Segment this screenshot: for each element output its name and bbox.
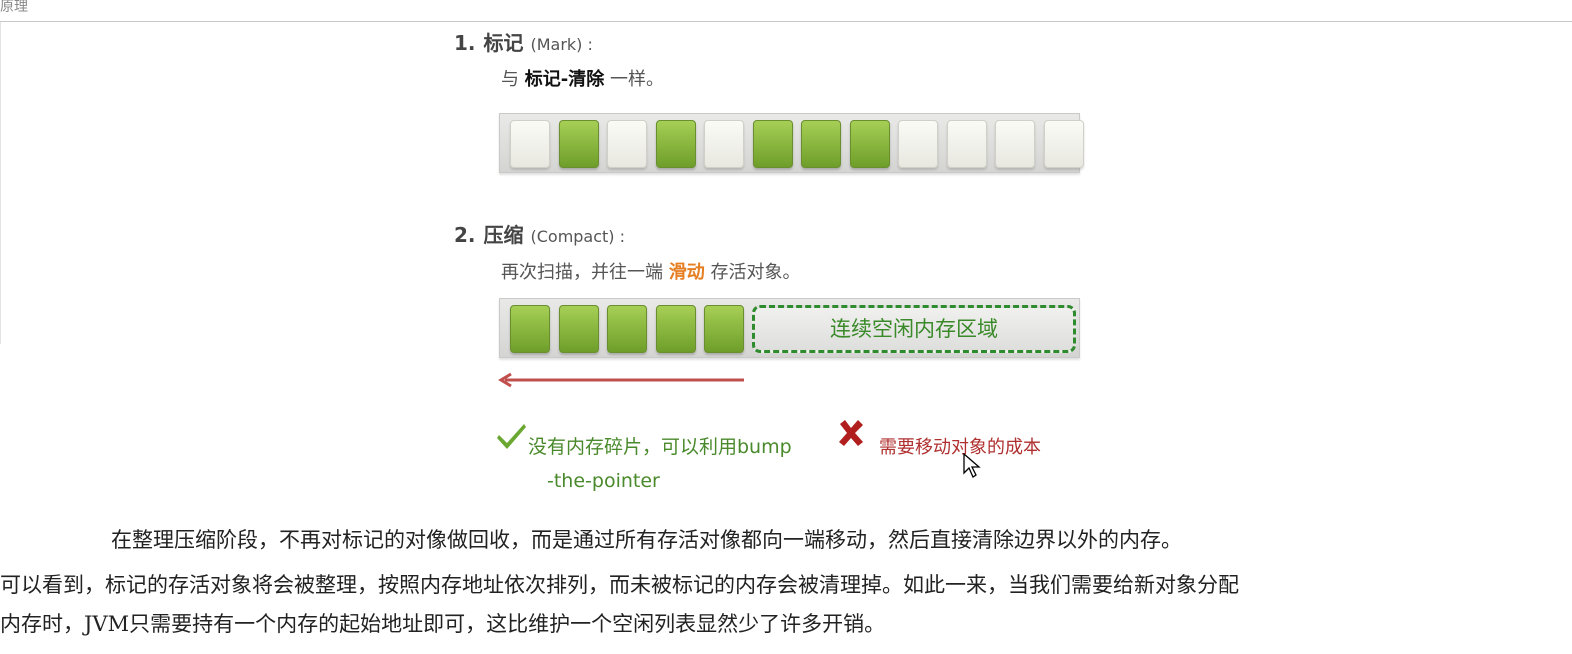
paragraph-1: 在整理压缩阶段，不再对标记的对像做回收，而是通过所有存活对像都向一端移动，然后直… bbox=[111, 528, 1182, 552]
section-compact-number: 2. bbox=[454, 223, 476, 247]
mark-free-block bbox=[946, 120, 987, 168]
left-arrow-icon bbox=[498, 372, 744, 388]
mark-free-block bbox=[898, 120, 938, 168]
pro-text-line2: -the-pointer bbox=[547, 470, 660, 492]
mark-desc-bold: 标记-清除 bbox=[524, 69, 605, 90]
compact-desc-prefix: 再次扫描，并往一端 bbox=[501, 262, 663, 283]
cross-icon bbox=[839, 420, 863, 446]
section-mark-title: 标记 bbox=[483, 31, 524, 55]
compact-live-object-block bbox=[655, 305, 696, 353]
free-memory-region: 连续空闲内存区域 bbox=[752, 305, 1076, 353]
mark-free-block bbox=[1043, 120, 1084, 168]
compact-desc-highlight: 滑动 bbox=[668, 262, 705, 283]
section-mark-description: 与 标记-清除 一样。 bbox=[501, 65, 664, 91]
section-compact-heading: 2. 压缩 (Compact) : bbox=[454, 219, 625, 248]
top-bar: 原理 bbox=[0, 0, 1572, 22]
mark-free-block bbox=[995, 120, 1035, 168]
section-mark-heading: 1. 标记 (Mark) : bbox=[454, 27, 593, 56]
mark-live-object-block bbox=[655, 120, 696, 168]
left-divider bbox=[0, 22, 1, 344]
mark-live-object-block bbox=[558, 120, 599, 168]
mark-free-block bbox=[704, 120, 744, 168]
page-header-title: 原理 bbox=[0, 0, 28, 15]
compact-live-object-block bbox=[704, 305, 744, 353]
compact-live-object-block bbox=[510, 305, 550, 353]
mark-live-object-block bbox=[849, 120, 890, 168]
compact-desc-suffix: 存活对象。 bbox=[710, 262, 801, 283]
section-mark-subtitle: (Mark) : bbox=[530, 35, 593, 54]
mouse-pointer-icon bbox=[963, 453, 981, 478]
pro-text-line1: 没有内存碎片，可以利用bump bbox=[528, 436, 792, 458]
checkmark-icon bbox=[497, 424, 526, 449]
paragraph-2-line2: 内存时，JVM只需要持有一个内存的起始地址即可，这比维护一个空闲列表显然少了许多… bbox=[0, 612, 886, 636]
con-text: 需要移动对象的成本 bbox=[879, 437, 1041, 458]
mark-live-object-block bbox=[752, 120, 793, 168]
mark-desc-suffix: 一样。 bbox=[609, 69, 664, 90]
mark-live-object-block bbox=[801, 120, 841, 168]
section-compact-subtitle: (Compact) : bbox=[530, 227, 626, 246]
compact-live-object-block bbox=[558, 305, 599, 353]
mark-memory-track bbox=[499, 113, 1084, 173]
section-compact-title: 压缩 bbox=[483, 223, 524, 247]
compact-memory-track: 连续空闲内存区域 bbox=[499, 298, 1080, 358]
mark-free-block bbox=[607, 120, 647, 168]
compact-live-object-block bbox=[607, 305, 647, 353]
paragraph-2-line1: 可以看到，标记的存活对象将会被整理，按照内存地址依次排列，而未被标记的内存会被清… bbox=[0, 573, 1239, 597]
mark-desc-prefix: 与 bbox=[501, 69, 519, 90]
section-mark-number: 1. bbox=[454, 31, 476, 55]
mark-free-block bbox=[510, 120, 550, 168]
section-compact-description: 再次扫描，并往一端 滑动 存活对象。 bbox=[501, 258, 800, 284]
